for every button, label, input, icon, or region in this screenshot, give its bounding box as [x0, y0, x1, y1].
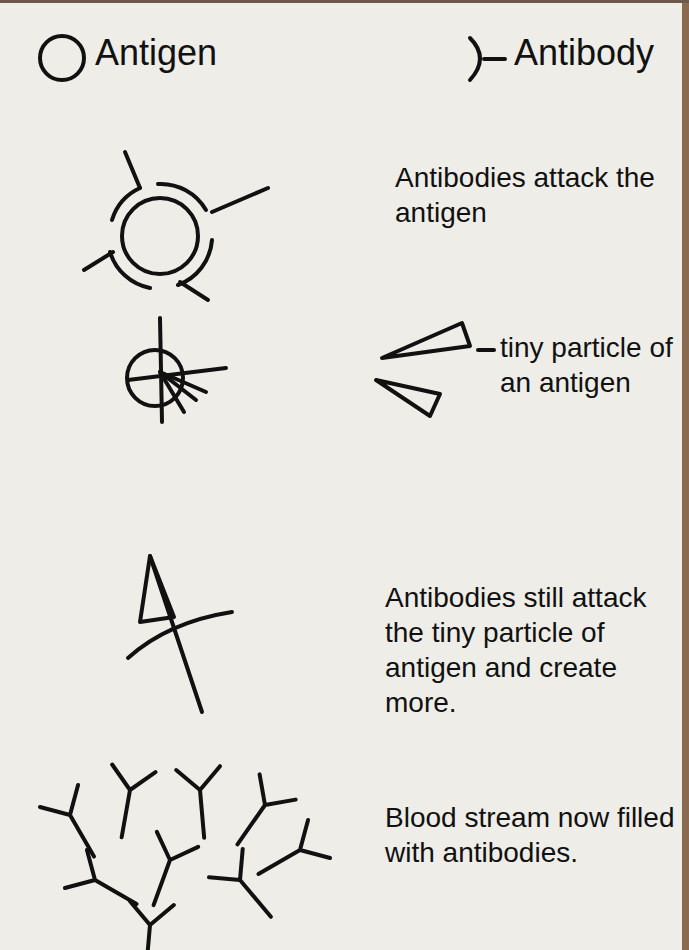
antibody-arc — [158, 184, 206, 210]
antibody-symbol — [247, 820, 330, 893]
antibody-symbol — [124, 901, 174, 950]
antigen-symbol — [40, 36, 84, 80]
antigen-particle — [376, 380, 440, 416]
antibody-symbol — [176, 766, 226, 840]
antigen-particle — [382, 323, 470, 358]
antibody-stem — [212, 188, 268, 212]
antibody-symbol — [209, 849, 288, 931]
note-text: Antibodies still attack the tiny particl… — [385, 580, 680, 720]
antibody-stem — [84, 252, 113, 270]
note-text: Antibodies attack the antigen — [395, 160, 680, 230]
antibody-symbol — [40, 785, 113, 868]
antibody-stem — [180, 282, 208, 300]
leader-line — [478, 348, 494, 352]
antibody-arc — [112, 188, 140, 220]
antibody-arc — [110, 252, 150, 288]
antibody-symbol — [133, 832, 198, 913]
antibody-symbol — [470, 38, 480, 80]
antigen-symbol — [122, 198, 198, 274]
antibody-arc — [128, 612, 232, 658]
antibody-symbol — [65, 850, 148, 923]
page-edge — [0, 0, 689, 3]
split-line — [160, 372, 206, 392]
note-text: tiny particle of an antigen — [500, 330, 675, 400]
antibody-stem — [160, 318, 162, 422]
antibody-arc — [178, 240, 212, 285]
antibody-symbol — [219, 774, 295, 857]
antibody-symbol — [100, 765, 155, 842]
page-edge — [682, 0, 689, 950]
legend-text: Antigen — [95, 30, 217, 75]
antibody-stem — [150, 556, 202, 712]
antibody-symbol — [484, 57, 505, 61]
antibody-stem — [125, 152, 140, 188]
note-text: Blood stream now filled with antibodies. — [385, 800, 675, 870]
legend-text: Antibody — [514, 30, 654, 75]
